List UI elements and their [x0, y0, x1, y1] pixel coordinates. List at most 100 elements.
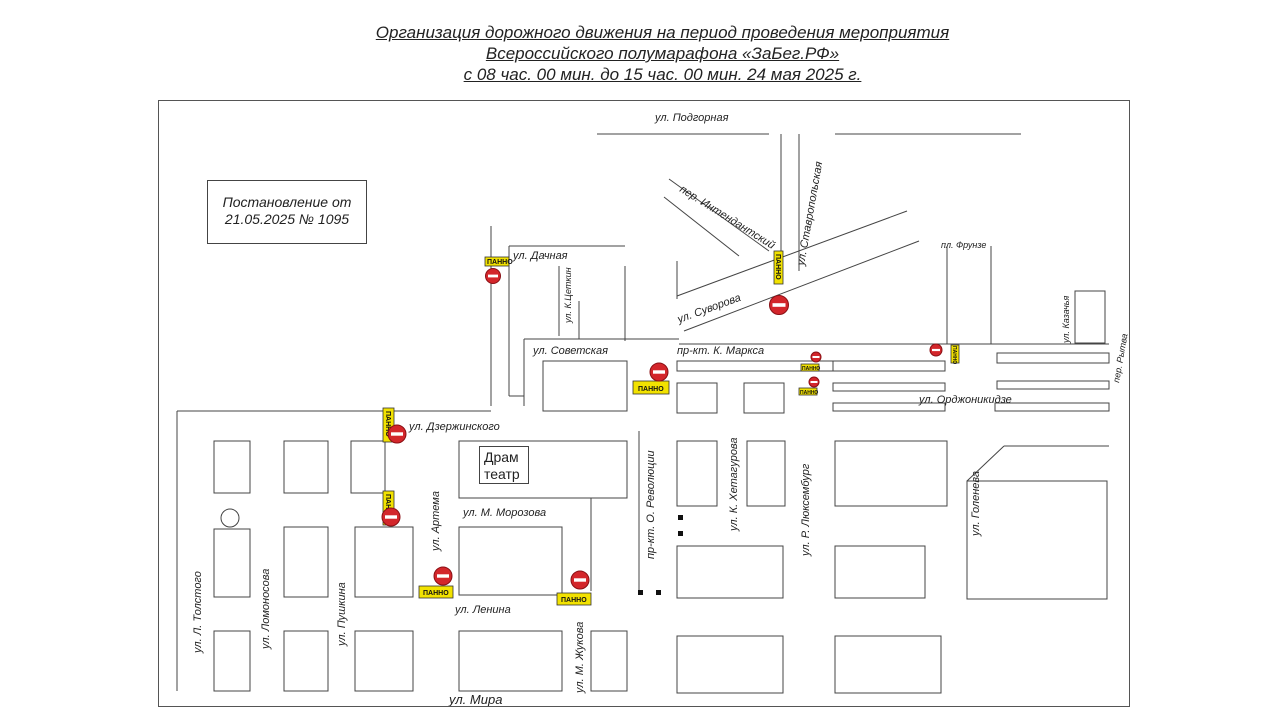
block: [676, 635, 784, 694]
block: [834, 635, 942, 694]
block: [832, 402, 946, 412]
svg-text:ПАННО: ПАННО: [384, 494, 391, 520]
route-markers: [638, 515, 683, 595]
block: [213, 440, 251, 494]
theatre-label-2: театр: [484, 466, 520, 482]
street-label-kazachya: ул. Казачья: [1061, 296, 1071, 344]
map-frame[interactable]: ул. Подгорная пер. Интендантский ул. Ста…: [158, 100, 1130, 707]
street-label-goleneva: ул. Голенева: [970, 471, 982, 537]
panno-sign[interactable]: ПАННО: [950, 344, 960, 364]
block: [458, 630, 563, 692]
block: [743, 382, 785, 414]
street-label-mira: ул. Мира: [448, 692, 502, 707]
no-entry-sign[interactable]: [649, 362, 669, 382]
block: [283, 526, 329, 598]
street-label-k-tsetkin: ул. К.Цеткин: [563, 267, 573, 324]
block: [213, 528, 251, 598]
block: [354, 630, 414, 692]
block: [966, 480, 1108, 600]
no-entry-sign[interactable]: [808, 376, 820, 388]
panno-sign[interactable]: ПАННО: [632, 380, 670, 395]
street-label-o-revolyutsii: пр-кт. О. Революции: [645, 450, 657, 559]
street-label-intendantsky: пер. Интендантский: [677, 183, 777, 251]
block: [354, 526, 414, 598]
panno-sign[interactable]: ПАННО: [556, 592, 592, 606]
marker: [678, 531, 683, 536]
street-label-frunze: пл. Фрунзе: [941, 240, 986, 250]
street-label-l-tolstogo: ул. Л. Толстого: [192, 571, 204, 654]
title-line-2: Всероссийского полумарафона «ЗаБег.РФ»: [485, 44, 840, 63]
street-edges: [176, 133, 1109, 691]
marker: [678, 515, 683, 520]
panno-sign[interactable]: ПАННО: [418, 585, 454, 599]
drama-theatre[interactable]: Драм театр: [479, 446, 529, 484]
svg-text:ПАННО: ПАННО: [800, 390, 818, 396]
no-entry-sign[interactable]: [769, 295, 789, 315]
no-entry-signs: [381, 268, 943, 590]
block: [832, 382, 946, 392]
svg-text:ПАННО: ПАННО: [561, 597, 587, 604]
marker: [656, 590, 661, 595]
street-label-sovetskaya: ул. Советская: [532, 345, 608, 357]
panno-sign[interactable]: ПАННО: [800, 363, 820, 372]
block: [283, 630, 329, 692]
street-label-rytva: пер. Рытва: [1111, 333, 1129, 384]
svg-text:ПАННО: ПАННО: [802, 366, 820, 372]
panno-sign[interactable]: ПАННО: [798, 387, 818, 396]
block: [458, 526, 563, 596]
street-label-m-zhukova: ул. М. Жукова: [574, 622, 586, 694]
street-label-m-morozova: ул. М. Морозова: [462, 507, 546, 519]
block: [1074, 290, 1106, 344]
block: [834, 545, 926, 599]
svg-text:ПАННО: ПАННО: [774, 254, 781, 280]
no-entry-sign[interactable]: [570, 570, 590, 590]
city-blocks: [213, 290, 1110, 694]
marker: [638, 590, 643, 595]
panno-sign[interactable]: ПАННО: [773, 250, 784, 285]
roundabout: [220, 508, 240, 528]
block: [834, 440, 948, 507]
panno-sign[interactable]: ПАННО: [484, 256, 513, 267]
block: [350, 440, 386, 494]
street-label-dachnaya: ул. Дачная: [512, 250, 568, 262]
decree-line-1: Постановление от: [222, 194, 352, 210]
map-title: Организация дорожного движения на период…: [300, 22, 1025, 85]
street-label-ordzhonikidze: ул. Орджоникидзе: [918, 394, 1012, 406]
decree-box: Постановление от 21.05.2025 № 1095: [207, 180, 367, 244]
block: [542, 360, 628, 412]
no-entry-sign[interactable]: [810, 351, 822, 363]
street-label-lomonosova: ул. Ломоносова: [260, 569, 272, 650]
block: [994, 402, 1110, 412]
block: [996, 380, 1110, 390]
block: [676, 382, 718, 414]
block: [676, 440, 718, 507]
no-entry-sign[interactable]: [433, 566, 453, 586]
street-label-lenina: ул. Ленина: [454, 604, 511, 616]
street-label-pushkina: ул. Пушкина: [336, 582, 348, 647]
block: [746, 440, 786, 507]
street-label-k-marksa: пр-кт. К. Маркса: [677, 345, 764, 357]
svg-text:ПАННО: ПАННО: [487, 259, 513, 266]
block: [832, 360, 946, 372]
decree-line-2: 21.05.2025 № 1095: [224, 211, 350, 227]
block: [996, 352, 1110, 364]
block: [283, 440, 329, 494]
street-label-artema: ул. Артема: [430, 491, 442, 552]
block: [213, 630, 251, 692]
street-label-dzerzhinskogo: ул. Дзержинского: [408, 421, 500, 433]
street-label-stavropolskaya: ул. Ставропольская: [795, 161, 825, 268]
block: [590, 630, 628, 692]
no-entry-sign[interactable]: [485, 268, 501, 284]
no-entry-sign[interactable]: [381, 507, 401, 527]
street-label-r-lyuksemburg: ул. Р. Люксембург: [800, 463, 812, 557]
no-entry-sign[interactable]: [929, 343, 943, 357]
no-entry-sign[interactable]: [387, 424, 407, 444]
street-label-podgornaya: ул. Подгорная: [654, 112, 729, 124]
block: [676, 545, 784, 599]
title-line-1: Организация дорожного движения на период…: [375, 23, 950, 42]
street-label-k-khetagurova: ул. К. Хетагурова: [728, 437, 740, 532]
svg-text:ПАННО: ПАННО: [951, 346, 957, 364]
svg-text:ПАННО: ПАННО: [384, 411, 391, 437]
svg-text:ПАННО: ПАННО: [423, 590, 449, 597]
svg-text:ПАННО: ПАННО: [638, 386, 664, 393]
